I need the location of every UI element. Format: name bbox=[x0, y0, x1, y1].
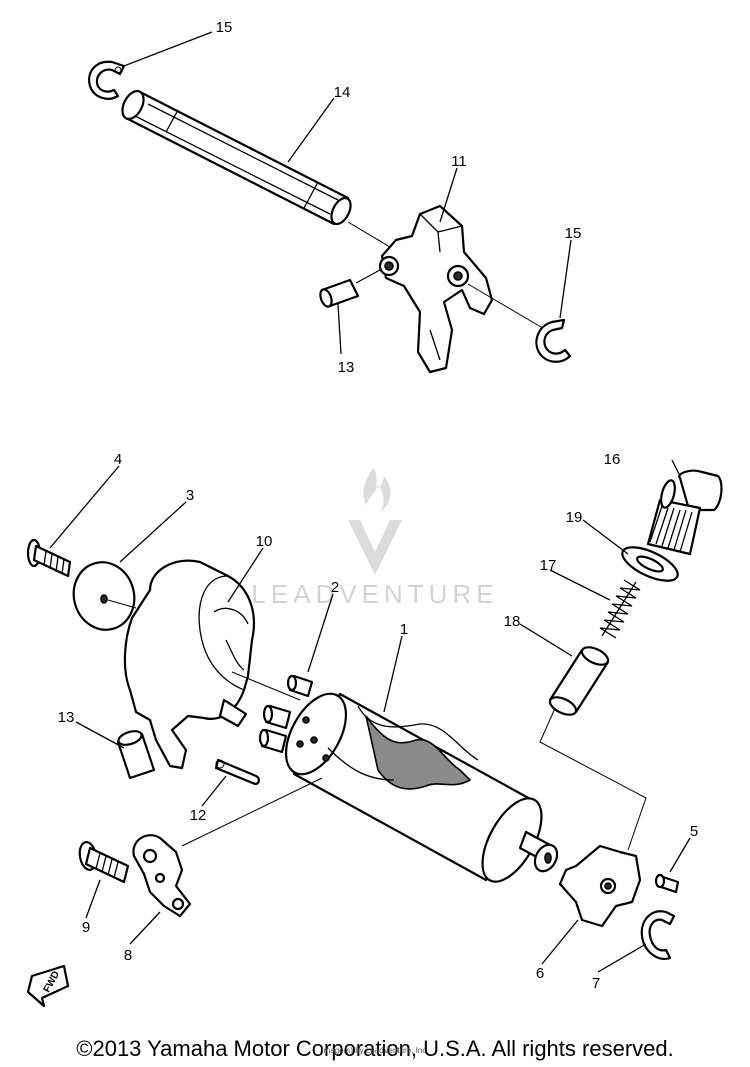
callout-12: 12 bbox=[190, 807, 207, 824]
axis-line-18-6 bbox=[539, 705, 647, 851]
circlip-7 bbox=[640, 910, 676, 960]
copyright-notice: ©2013 Yamaha Motor Corporation, U.S.A. A… bbox=[76, 1036, 674, 1061]
watermark-flame-icon bbox=[363, 468, 391, 512]
axis-line-13-11 bbox=[355, 269, 381, 284]
callout-17: 17 bbox=[540, 557, 557, 574]
plug-bolt-16 bbox=[646, 469, 723, 556]
cotter-pin-12 bbox=[214, 758, 260, 786]
callout-2: 2 bbox=[331, 579, 339, 596]
plunger-18 bbox=[548, 646, 610, 716]
guide-pin-13-bottom bbox=[116, 730, 156, 780]
callout-4: 4 bbox=[114, 451, 122, 468]
axis-line-10-1 bbox=[231, 671, 301, 701]
callout-19: 19 bbox=[566, 509, 583, 526]
axis-line-3-10 bbox=[107, 599, 137, 609]
callout-14: 14 bbox=[334, 84, 351, 101]
image-credit: Image(s) by LeadVenture, Inc. bbox=[321, 1046, 429, 1055]
callout-6: 6 bbox=[536, 965, 544, 982]
gasket-19 bbox=[621, 546, 679, 582]
shift-cam-1 bbox=[284, 692, 559, 883]
spring-17 bbox=[599, 579, 641, 639]
pins-2 bbox=[258, 674, 314, 754]
callout-15-right: 15 bbox=[565, 225, 582, 242]
callout-3: 3 bbox=[186, 487, 194, 504]
callout-9: 9 bbox=[82, 919, 90, 936]
axis-line-8-1 bbox=[181, 777, 323, 847]
callout-10: 10 bbox=[256, 533, 273, 550]
callout-13-bottom: 13 bbox=[58, 709, 75, 726]
screw-9 bbox=[78, 841, 130, 884]
axis-line-11-15 bbox=[467, 283, 547, 331]
callout-8: 8 bbox=[124, 947, 132, 964]
shift-fork-11 bbox=[378, 204, 494, 374]
callout-16: 16 bbox=[604, 451, 621, 468]
dowel-pin-5 bbox=[654, 873, 680, 894]
callout-numbers: 15 14 11 15 13 4 3 10 2 1 16 19 17 18 13… bbox=[58, 19, 699, 992]
watermark: LEADVENTURE bbox=[251, 468, 498, 609]
shift-shaft-14 bbox=[121, 89, 352, 226]
stopper-plate-8 bbox=[132, 834, 192, 918]
callout-13-top: 13 bbox=[338, 359, 355, 376]
callout-11: 11 bbox=[451, 153, 467, 170]
callout-18: 18 bbox=[504, 613, 521, 630]
circlip-15-top bbox=[88, 60, 126, 100]
axis-line-14-11 bbox=[347, 221, 396, 251]
watermark-text: LEADVENTURE bbox=[251, 579, 498, 609]
washer-3 bbox=[72, 561, 136, 631]
circlip-15-right bbox=[535, 318, 572, 363]
leader-lines bbox=[49, 31, 691, 973]
segment-10 bbox=[123, 559, 256, 770]
watermark-v-icon bbox=[348, 520, 402, 575]
callout-7: 7 bbox=[592, 975, 600, 992]
callout-15-top: 15 bbox=[216, 19, 233, 36]
callout-5: 5 bbox=[690, 823, 698, 840]
forward-arrow-icon: FWD bbox=[26, 964, 70, 1008]
guide-pin-13-top bbox=[319, 278, 360, 308]
screw-4 bbox=[26, 538, 72, 578]
callout-1: 1 bbox=[400, 621, 408, 638]
cam-plate-6 bbox=[558, 844, 642, 928]
